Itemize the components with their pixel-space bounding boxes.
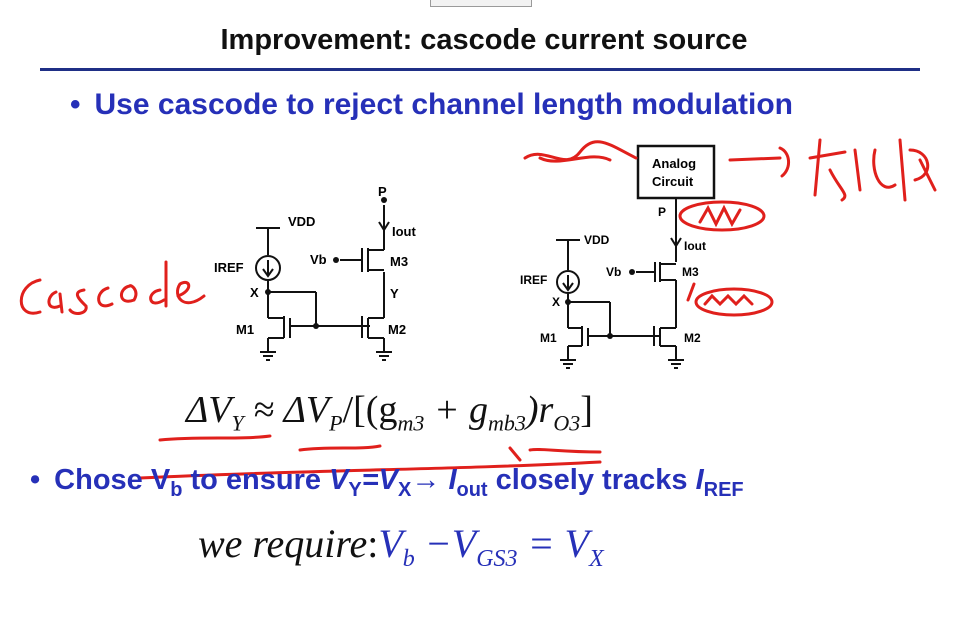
right-vb-label: Vb xyxy=(606,265,621,279)
b2-iout-sub: out xyxy=(456,478,488,501)
b2-arrow: → xyxy=(411,464,449,496)
bullet-2: • Chose Vb to ensure VY=VX→ Iout closely … xyxy=(30,464,744,502)
equation-delta-vy: ΔVY ≈ ΔVP/[(gm3 + gmb3)rO3] xyxy=(186,388,593,437)
bullet-dot: • xyxy=(70,88,81,121)
eq2-we: we require xyxy=(198,521,368,566)
analog-label-2: Circuit xyxy=(652,174,694,189)
eq2-vb: V xyxy=(378,521,403,566)
right-m2-label: M2 xyxy=(684,331,701,345)
bullet-1-text: Use cascode to reject channel length mod… xyxy=(94,88,793,121)
top-tab xyxy=(430,0,532,7)
left-m2-label: M2 xyxy=(388,322,406,337)
title-divider xyxy=(40,68,920,71)
eq2-colon: : xyxy=(367,521,379,566)
b2-part3: closely tracks xyxy=(487,464,696,496)
right-x-label: X xyxy=(552,295,560,309)
eq1-end: )r xyxy=(525,389,554,431)
left-iout-label: Iout xyxy=(392,224,416,239)
left-vdd-label: VDD xyxy=(288,214,315,229)
eq2-sub-gs3: GS3 xyxy=(476,546,518,572)
eq1-sub-m3: m3 xyxy=(397,410,425,436)
b2-iout: I xyxy=(448,464,457,496)
bullet-1: • Use cascode to reject channel length mo… xyxy=(70,88,793,122)
slide-title: Improvement: cascode current source xyxy=(220,24,748,56)
b2-vx-sub: X xyxy=(398,478,412,501)
bullet-dot: • xyxy=(30,464,41,496)
left-iref-label: IREF xyxy=(214,260,244,275)
equation-requirement: we require:Vb −VGS3 = VX xyxy=(198,520,604,573)
left-y-label: Y xyxy=(390,286,399,301)
b2-part2: to ensure xyxy=(182,464,330,496)
eq1-mid: /[(g xyxy=(342,389,398,431)
right-iout-label: Iout xyxy=(684,239,706,253)
b2-part1: Chose V xyxy=(54,464,171,496)
eq1-approx: ≈ ΔV xyxy=(243,389,330,431)
analog-label-1: Analog xyxy=(652,156,696,171)
eq2-sub-b: b xyxy=(402,546,415,572)
left-vb-label: Vb xyxy=(310,252,327,267)
b2-sub-b: b xyxy=(170,478,183,501)
left-x-label: X xyxy=(250,285,259,300)
right-vdd-label: VDD xyxy=(584,233,610,247)
eq1-sub-mb3: mb3 xyxy=(488,410,526,436)
right-iref-label: IREF xyxy=(520,273,547,287)
left-p-label: P xyxy=(378,184,387,199)
b2-vy: V xyxy=(329,464,349,496)
handwritten-annotations xyxy=(19,138,937,480)
right-m1-label: M1 xyxy=(540,331,557,345)
eq2-sub-x: X xyxy=(589,546,604,572)
eq1-close: ] xyxy=(580,389,593,431)
b2-iref-sub: REF xyxy=(703,478,744,501)
eq2-equals: = V xyxy=(517,521,589,566)
eq1-plus: + g xyxy=(424,389,489,431)
b2-eqv: =V xyxy=(361,464,399,496)
left-m3-label: M3 xyxy=(390,254,408,269)
eq1-dv: ΔV xyxy=(186,389,232,431)
left-m1-label: M1 xyxy=(236,322,254,337)
b2-vy-sub: Y xyxy=(348,478,362,501)
b2-iref: I xyxy=(695,464,704,496)
eq1-sub-p: P xyxy=(329,410,343,436)
right-p-label: P xyxy=(658,205,666,219)
eq2-minus: −V xyxy=(414,521,477,566)
eq1-sub-y: Y xyxy=(231,410,244,436)
eq1-sub-o3: O3 xyxy=(553,410,581,436)
right-m3-label: M3 xyxy=(682,265,699,279)
